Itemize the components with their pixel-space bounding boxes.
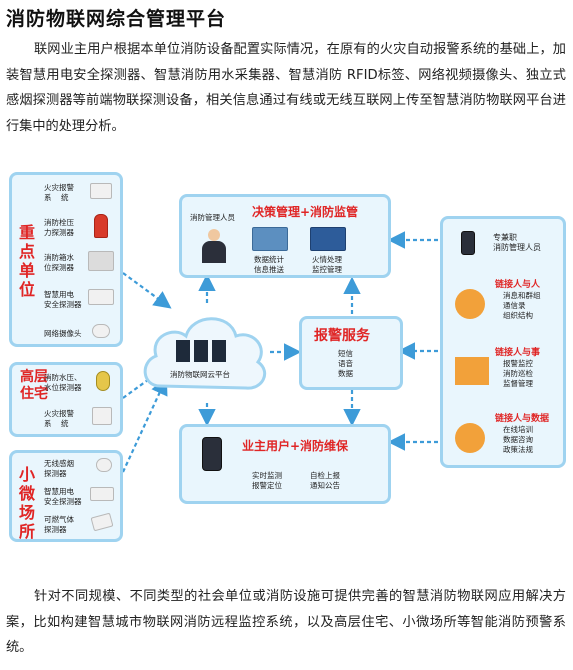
staff-panel: 专兼职 消防管理人员 链接人与人 消息和群组 通信录 组织结构 链接人与事 报警… (440, 216, 566, 468)
small-venue-label: 小微场所 (18, 465, 35, 541)
fire-hydrant-icon (94, 214, 108, 238)
staff-label: 专兼职 消防管理人员 (493, 233, 541, 252)
fire-handle-text: 火情处理 监控管理 (312, 255, 342, 274)
server-icon-2 (194, 340, 208, 362)
intro-paragraph: 联网业主用户根据本单位消防设备配置实际情况，在原有的火灾自动报警系统的基础上，加… (6, 42, 566, 134)
device-electric-safety-label: 智慧用电 安全探测器 (44, 290, 82, 309)
decision-management-box: 决策管理+消防监管 消防管理人员 数据统计 信息推送 火情处理 监控管理 (179, 194, 391, 278)
group-heading-3: 链接人与数据 (495, 414, 550, 424)
alarm-channels-text: 短信 语音 数据 (338, 349, 353, 378)
device-hydrant-pressure-label: 消防栓压 力探测器 (44, 218, 74, 237)
fire-alarm-panel-icon (90, 183, 112, 199)
device-smoke-detector-label: 无线感烟 探测器 (44, 459, 74, 478)
device-electric-safety-2-label: 智慧用电 安全探测器 (44, 487, 82, 506)
device-fire-alarm-2-label: 火灾报警 系 统 (44, 409, 74, 428)
server-icon-1 (176, 340, 190, 362)
owner-maintenance-box: 业主用户+消防维保 实时监测 报警定位 自检上报 通知公告 (179, 424, 391, 504)
page-title: 消防物联网综合管理平台 (6, 8, 227, 30)
manager-avatar-icon (200, 229, 228, 265)
device-gas-detector-label: 可燃气体 探测器 (44, 515, 74, 534)
group-heading-2: 链接人与事 (495, 348, 541, 358)
water-tank-icon (88, 251, 114, 271)
group-items-3: 在线培训 数据咨询 政策法规 (503, 425, 533, 454)
server-icon-3 (212, 340, 226, 362)
data-link-icon (455, 423, 485, 453)
decision-heading: 决策管理+消防监管 (252, 205, 359, 219)
staff-phone-icon (461, 231, 475, 255)
group-items-2: 报警监控 消防巡检 监督管理 (503, 359, 533, 388)
alarm-service-box: 报警服务 短信 语音 数据 (299, 316, 403, 390)
flow-arrows (122, 231, 438, 473)
stats-push-text: 数据统计 信息推送 (254, 255, 284, 274)
electric-detector-2-icon (90, 487, 114, 501)
owner-heading: 业主用户+消防维保 (242, 439, 349, 453)
people-link-icon (455, 289, 485, 319)
device-fire-alarm-label: 火灾报警 系 统 (44, 183, 74, 202)
device-water-pressure-label: 消防水压、 水位探测器 (44, 373, 82, 392)
device-camera-label: 网络摄像头 (44, 329, 82, 338)
selfcheck-notice-text: 自检上报 通知公告 (310, 471, 340, 490)
monitor-locate-text: 实时监测 报警定位 (252, 471, 282, 490)
key-unit-label: 重点单位 (18, 223, 35, 299)
outro-paragraph: 针对不同规模、不同类型的社会单位或消防设施可提供完善的智慧消防物联网应用解决方案… (6, 589, 566, 655)
group-items-1: 消息和群组 通信录 组织结构 (503, 291, 541, 320)
fire-alarm-system-icon (92, 407, 112, 425)
alarm-heading: 报警服务 (314, 328, 370, 344)
pressure-gauge-icon (96, 371, 110, 391)
events-link-icon (455, 357, 489, 385)
device-tank-level-label: 消防箱水 位探测器 (44, 253, 74, 272)
electric-detector-icon (88, 289, 114, 305)
cloud-label: 消防物联网云平台 (170, 370, 230, 379)
smartphone-icon (202, 437, 222, 471)
fire-manager-label: 消防管理人员 (190, 213, 235, 222)
architecture-diagram: 重点单位 火灾报警 系 统 消防栓压 力探测器 消防箱水 位探测器 智慧用电 安… (0, 166, 573, 576)
key-unit-box: 重点单位 火灾报警 系 统 消防栓压 力探测器 消防箱水 位探测器 智慧用电 安… (9, 172, 123, 347)
smoke-detector-icon (96, 458, 112, 472)
cloud-platform: 消防物联网云平台 (138, 306, 270, 402)
dashboard-screen-icon (252, 227, 288, 251)
high-rise-box: 高层住宅 消防水压、 水位探测器 火灾报警 系 统 (9, 362, 123, 437)
small-venue-box: 小微场所 无线感烟 探测器 智慧用电 安全探测器 可燃气体 探测器 (9, 450, 123, 542)
monitor-screen-icon (310, 227, 346, 251)
group-heading-1: 链接人与人 (495, 280, 541, 290)
high-rise-label: 高层住宅 (20, 369, 48, 402)
gas-detector-icon (90, 512, 114, 532)
camera-icon (92, 324, 110, 338)
